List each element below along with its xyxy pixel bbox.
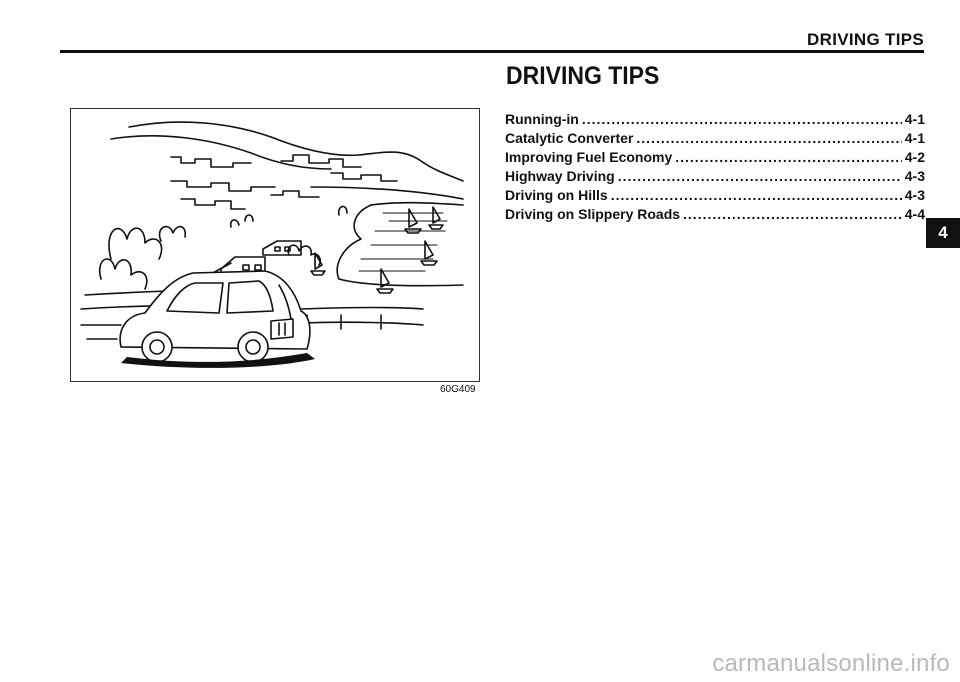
toc-item-page: 4-3 — [904, 168, 925, 184]
toc-item[interactable]: Catalytic Converter 4-1 — [505, 129, 925, 148]
toc-item[interactable]: Highway Driving 4-3 — [505, 167, 925, 186]
toc-item[interactable]: Improving Fuel Economy 4-2 — [505, 148, 925, 167]
figure-frame — [70, 108, 480, 382]
toc-item[interactable]: Driving on Hills 4-3 — [505, 186, 925, 205]
toc-leader-dots — [618, 167, 902, 186]
toc-item[interactable]: Driving on Slippery Roads 4-4 — [505, 205, 925, 224]
toc-leader-dots — [582, 110, 902, 129]
toc-item-label: Driving on Slippery Roads — [505, 206, 681, 222]
toc-item-label: Catalytic Converter — [505, 130, 634, 146]
toc-item-label: Running-in — [505, 111, 579, 127]
toc-item-page: 4-3 — [904, 187, 925, 203]
toc-item[interactable]: Running-in 4-1 — [505, 110, 925, 129]
section-title: DRIVING TIPS — [506, 62, 660, 90]
watermark-text: carmanualsonline.info — [712, 650, 950, 677]
toc-item-page: 4-4 — [904, 206, 925, 222]
toc-leader-dots — [683, 205, 902, 224]
toc-item-label: Highway Driving — [505, 168, 615, 184]
chapter-tab[interactable]: 4 — [926, 218, 960, 248]
figure-code: 60G409 — [440, 384, 476, 395]
page-header-title: DRIVING TIPS — [807, 30, 924, 49]
toc-item-page: 4-2 — [904, 149, 925, 165]
toc-item-label: Improving Fuel Economy — [505, 149, 673, 165]
header-rule — [60, 50, 924, 53]
toc-leader-dots — [636, 129, 901, 148]
car-landscape-illustration — [80, 121, 464, 368]
toc-leader-dots — [611, 186, 902, 205]
toc-item-page: 4-1 — [904, 111, 925, 127]
toc-item-label: Driving on Hills — [505, 187, 608, 203]
toc-item-page: 4-1 — [904, 130, 925, 146]
table-of-contents: Running-in 4-1 Catalytic Converter 4-1 I… — [505, 110, 925, 224]
toc-leader-dots — [675, 148, 902, 167]
